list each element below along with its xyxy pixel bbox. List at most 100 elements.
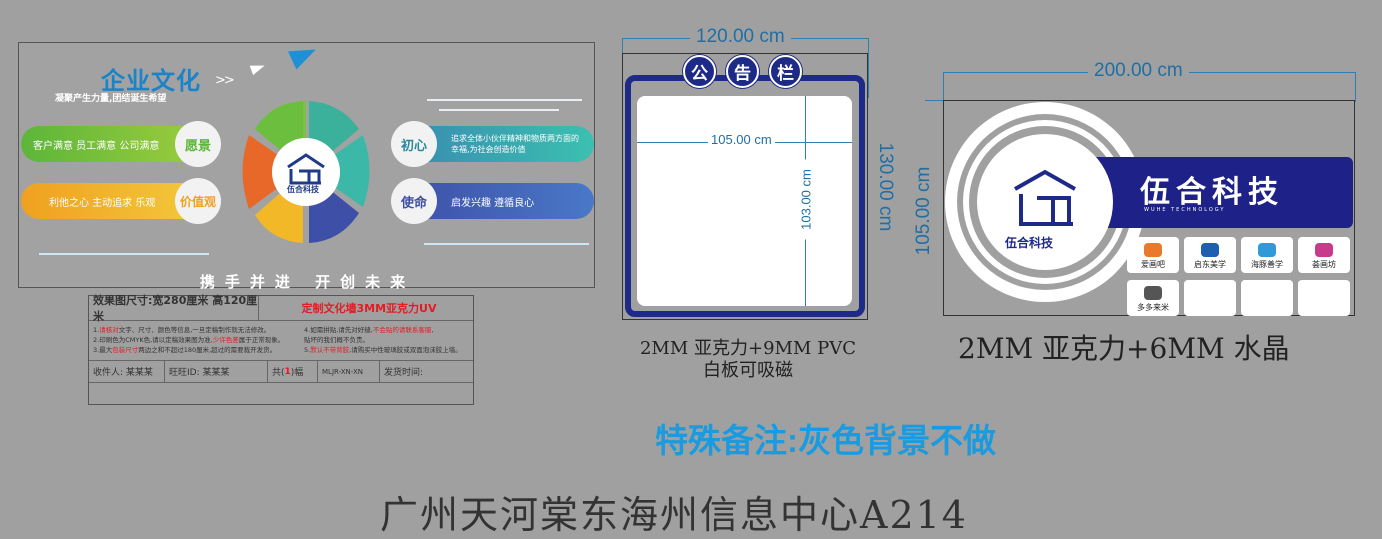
partner-logo-icon bbox=[1315, 243, 1333, 257]
note-red: 默认不带背胶 bbox=[310, 346, 350, 354]
origin-text: 追求全体小伙伴精神和物质两方面的幸福,为社会创造价值 bbox=[451, 134, 579, 154]
note-line: 贴坏的我们概不负责。 bbox=[304, 335, 462, 345]
brand-band: 伍合科技 WUHE TECHNOLOGY bbox=[1080, 157, 1353, 228]
logo-wall-material: 2MM 亚克力+6MM 水晶 bbox=[958, 332, 1290, 365]
vision-label-text: 愿景 bbox=[184, 138, 211, 154]
partner-logo-icon bbox=[1144, 286, 1162, 300]
circuit-line bbox=[39, 253, 209, 255]
note-pre: 1. bbox=[93, 326, 100, 334]
note-line: 3.最大包装尺寸两边之和不超过180厘米,超过的需要裁开发货。 bbox=[93, 345, 284, 355]
house-logo-icon bbox=[287, 153, 325, 185]
note-pre: 5. bbox=[304, 346, 311, 354]
notice-material: 2MM 亚克力+9MM PVC 白板可吸磁 bbox=[600, 338, 896, 382]
vision-label: 愿景 bbox=[175, 121, 221, 167]
values-text: 利他之心 主动追求 乐观 bbox=[49, 197, 156, 209]
paper-plane-small-icon bbox=[249, 60, 267, 76]
ship-time-cell: 发货时间: bbox=[384, 368, 424, 378]
notice-title: 公告栏 bbox=[683, 55, 802, 88]
notice-title-char: 栏 bbox=[769, 55, 802, 88]
house-logo-icon bbox=[1014, 169, 1076, 226]
mission-text: 启发兴趣 遵循良心 bbox=[451, 197, 535, 209]
slogan: 携手并进 开创未来 bbox=[199, 273, 416, 291]
values-label-text: 价值观 bbox=[179, 194, 216, 209]
brand-english: WUHE TECHNOLOGY bbox=[1144, 207, 1226, 213]
partner-logo-name: 启东美学 bbox=[1194, 260, 1226, 269]
partner-logo-name: 荟画坊 bbox=[1312, 260, 1336, 269]
partner-logo-icon bbox=[1144, 243, 1162, 257]
note-line: 5.默认不带背胶,请购买中性玻璃胶或双面泡沫胶上墙。 bbox=[304, 345, 462, 355]
partner-logo-tile: 荟画坊 bbox=[1298, 237, 1350, 273]
special-note: 特殊备注:灰色背景不做 bbox=[655, 422, 996, 459]
whiteboard-area bbox=[637, 96, 852, 306]
note-pre: 4.如需拼贴,请先对好缝, bbox=[304, 326, 373, 334]
notice-width-dim: 120.00 cm bbox=[690, 26, 791, 48]
note-red: 不会贴的请联系客服 bbox=[372, 326, 432, 334]
note-red: 请核对 bbox=[99, 326, 119, 334]
mission-label: 使命 bbox=[391, 178, 437, 224]
culture-subtitle: 凝聚产生力量,团结诞生希望 bbox=[55, 94, 167, 104]
values-label: 价值观 bbox=[175, 178, 221, 224]
note-pre: 2.印刷色为CMYK色,请以定稿效果图为准, bbox=[93, 336, 213, 344]
partner-logo-tile bbox=[1241, 280, 1293, 316]
circuit-line bbox=[439, 109, 559, 111]
notice-title-char: 公 bbox=[683, 55, 716, 88]
vision-text: 客户满意 员工满意 公司满意 bbox=[33, 140, 160, 152]
partner-logo-tile bbox=[1298, 280, 1350, 316]
notice-height-dim: 130.00 cm bbox=[875, 142, 896, 232]
arrows-icon: >> bbox=[215, 73, 235, 88]
count-cell: 共(1)幅 bbox=[268, 361, 318, 382]
petal-flower bbox=[242, 101, 370, 243]
product-cell: 定制文化墙3MM亚克力UV bbox=[301, 302, 437, 315]
notice-material-2: 白板可吸磁 bbox=[703, 360, 793, 381]
mission-label-text: 使命 bbox=[400, 195, 427, 211]
logo-wall-height-dim: 105.00 cm bbox=[913, 166, 934, 256]
notes-right: 4.如需拼贴,请先对好缝,不会贴的请联系客服, 贴坏的我们概不负责。5.默认不带… bbox=[304, 325, 462, 355]
partner-logo-name: 多多来米 bbox=[1137, 303, 1169, 312]
origin-label-text: 初心 bbox=[400, 138, 427, 154]
note-line: 1.请核对文字、尺寸、颜色等信息,一旦定稿制作就无法修改。 bbox=[93, 325, 284, 335]
count-value: 1 bbox=[284, 366, 291, 377]
values-pill: 利他之心 主动追求 乐观 bbox=[21, 183, 201, 219]
inner-width-dim: 105.00 cm bbox=[708, 132, 775, 147]
note-post: 属于正常现象。 bbox=[238, 336, 285, 344]
brand-name: 伍合科技 bbox=[1140, 175, 1284, 210]
paper-plane-icon bbox=[287, 40, 321, 70]
note-red: 包装尺寸 bbox=[112, 346, 139, 354]
petal-orange bbox=[242, 135, 301, 209]
note-pre: 3.最大 bbox=[93, 346, 113, 354]
partner-logo-name: 爱画吧 bbox=[1141, 260, 1165, 269]
count-post: )幅 bbox=[290, 368, 304, 378]
notice-title-char: 告 bbox=[726, 55, 759, 88]
address: 广州天河棠东海州信息中心A214 bbox=[380, 493, 968, 537]
culture-title: 企业文化 bbox=[101, 67, 201, 95]
logo-wall-width-dim: 200.00 cm bbox=[1088, 60, 1189, 82]
size-cell: 效果图尺寸:宽280厘米 高120厘米 bbox=[89, 294, 259, 323]
partner-logo-icon bbox=[1201, 243, 1219, 257]
partner-logo-tile: 海豚善学 bbox=[1241, 237, 1293, 273]
partner-logo-tile: 爱画吧 bbox=[1127, 237, 1179, 273]
recipient-cell: 收件人: 某某某 bbox=[89, 361, 165, 382]
circuit-line bbox=[427, 99, 582, 101]
partner-logo-name: 海豚善学 bbox=[1251, 260, 1283, 269]
partner-logo-tile bbox=[1184, 280, 1236, 316]
notice-board-outline bbox=[622, 53, 868, 320]
notes-left: 1.请核对文字、尺寸、颜色等信息,一旦定稿制作就无法修改。2.印刷色为CMYK色… bbox=[93, 325, 284, 355]
note-line: 2.印刷色为CMYK色,请以定稿效果图为准,少许色差属于正常现象。 bbox=[93, 335, 284, 345]
count-pre: 共( bbox=[272, 368, 285, 378]
spec-table: 效果图尺寸:宽280厘米 高120厘米 定制文化墙3MM亚克力UV 1.请核对文… bbox=[88, 294, 474, 405]
center-logo-text: 伍合科技 bbox=[287, 185, 319, 194]
note-post: ,请购买中性玻璃胶或双面泡沫胶上墙。 bbox=[349, 346, 462, 354]
partner-logo-tile: 启东美学 bbox=[1184, 237, 1236, 273]
wangwang-cell: 旺旺ID: 某某某 bbox=[165, 361, 268, 382]
origin-label: 初心 bbox=[391, 121, 437, 167]
vision-pill: 客户满意 员工满意 公司满意 bbox=[21, 126, 201, 162]
culture-wall-design: 企业文化 >> 凝聚产生力量,团结诞生希望 客户满意 员工满意 公司满意 愿景 … bbox=[18, 40, 595, 291]
note-line: 4.如需拼贴,请先对好缝,不会贴的请联系客服, bbox=[304, 325, 462, 335]
notes-row: 1.请核对文字、尺寸、颜色等信息,一旦定稿制作就无法修改。2.印刷色为CMYK色… bbox=[89, 321, 473, 361]
logo-small-text: 伍合科技 bbox=[1005, 236, 1054, 250]
partner-logo-tile: 多多来米 bbox=[1127, 280, 1179, 316]
notice-material-1: 2MM 亚克力+9MM PVC bbox=[639, 338, 857, 359]
code-cell: MLJR-XN-XN bbox=[318, 361, 380, 382]
petal-teal bbox=[311, 135, 370, 207]
circuit-line bbox=[424, 243, 589, 245]
